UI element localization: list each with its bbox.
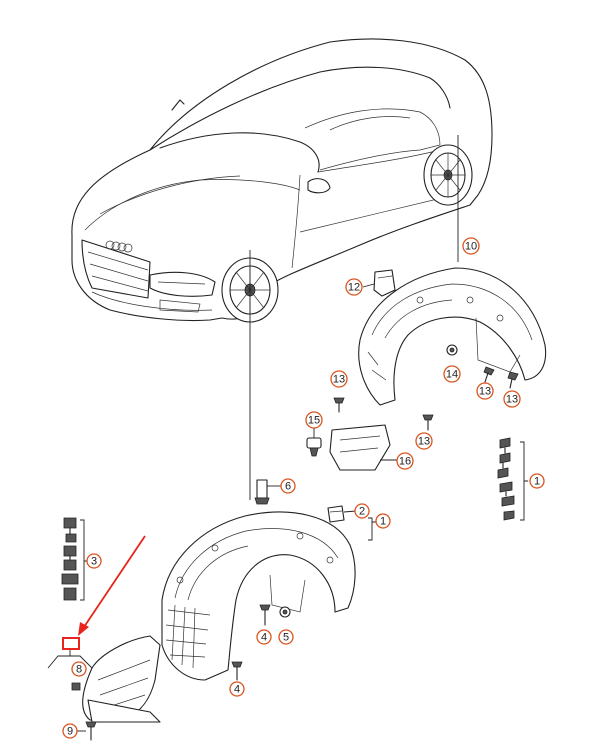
callout-circle [345,278,363,296]
callout-circle [375,513,391,529]
callout-circle [330,370,348,388]
callout-c8: 8 [71,661,87,677]
rear-wheel [423,144,473,206]
callout-c14: 14 [443,365,461,383]
callout-number: 13 [506,394,518,406]
callout-number: 10 [465,241,477,253]
callout-circle [62,723,78,739]
callout-number: 1 [534,476,540,488]
callout-c3: 3 [86,553,102,569]
callout-circle [280,478,296,494]
callout-c6: 6 [280,478,296,494]
clip-15 [306,437,322,457]
nut-5 [279,606,291,618]
callout-number: 2 [359,506,365,518]
front-wheelhouse-liner [161,511,356,681]
callout-number: 5 [283,632,289,644]
callout-c9: 9 [62,723,78,739]
callout-c15: 15 [305,411,323,429]
callout-circle [529,473,545,489]
hardware-kit-3-left [61,517,79,601]
callout-c13d: 13 [503,390,521,408]
callout-circle [256,629,272,645]
callout-c4b: 4 [229,681,245,697]
callout-number: 14 [446,369,458,381]
nut-14 [446,344,458,356]
callout-number: 13 [333,374,345,386]
callout-circle [396,452,414,470]
lower-splash-shield [82,635,161,723]
rear-screws-13 [333,366,519,431]
callout-circle [71,661,87,677]
callout-number: 4 [261,632,267,644]
rear-wheelhouse-liner [358,267,547,406]
callout-circle [443,365,461,383]
clip-2 [327,505,345,523]
callout-number: 13 [479,386,491,398]
audi-rings-logo [105,240,133,253]
callout-circle [462,237,480,255]
callout-number: 6 [285,481,291,493]
callout-c1a: 1 [529,473,545,489]
callout-c16: 16 [396,452,414,470]
mud-flap-16 [329,424,391,471]
callout-number: 3 [91,556,97,568]
callout-circle [278,629,294,645]
callout-c12: 12 [345,278,363,296]
clip-12 [373,269,396,297]
callout-circle [354,503,370,519]
callout-number: 4 [234,684,240,696]
callout-c13a: 13 [330,370,348,388]
front-screw-4b [231,661,243,681]
callout-number: 8 [76,664,82,676]
callout-number: 9 [67,726,73,738]
callout-circle [86,553,102,569]
callout-c10: 10 [462,237,480,255]
clip-8 [71,682,81,691]
callout-number: 13 [418,436,430,448]
callout-c13b: 13 [415,432,433,450]
callout-circle [305,411,323,429]
highlight-marker [62,535,146,650]
callout-number: 15 [308,415,320,427]
screw-9 [85,721,97,741]
callout-number: 12 [348,282,360,294]
front-screw-4a [259,604,271,626]
callout-c1b: 1 [375,513,391,529]
hardware-kit-1-right [497,437,515,521]
callout-circle [415,432,433,450]
callout-c2: 2 [354,503,370,519]
callout-c4a: 4 [256,629,272,645]
callout-circle [503,390,521,408]
callout-c5: 5 [278,629,294,645]
callout-circle [476,382,494,400]
callout-c13c: 13 [476,382,494,400]
bolt-6 [254,479,270,505]
callout-circle [229,681,245,697]
callout-number: 16 [399,456,411,468]
callout-number: 1 [380,516,386,528]
